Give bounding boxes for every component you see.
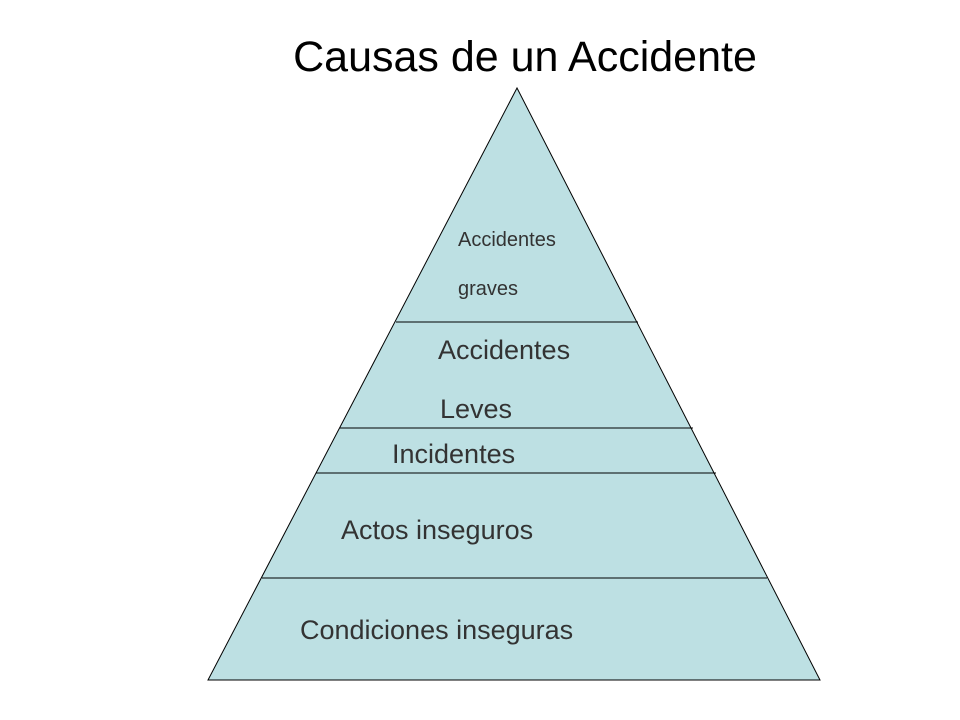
level-label-accidentes-leves-line1: Accidentes bbox=[438, 335, 570, 365]
slide-title: Causas de un Accidente bbox=[293, 33, 757, 81]
level-label-accidentes-graves-line1: Accidentes bbox=[458, 229, 556, 251]
level-label-accidentes-graves-line2: graves bbox=[458, 278, 518, 300]
level-label-incidentes: Incidentes bbox=[392, 439, 515, 469]
pyramid-body bbox=[207, 86, 821, 681]
level-label-actos-inseguros: Actos inseguros bbox=[341, 515, 533, 545]
level-label-accidentes-leves-line2: Leves bbox=[440, 394, 512, 424]
level-label-condiciones-inseguras: Condiciones inseguras bbox=[300, 615, 573, 645]
